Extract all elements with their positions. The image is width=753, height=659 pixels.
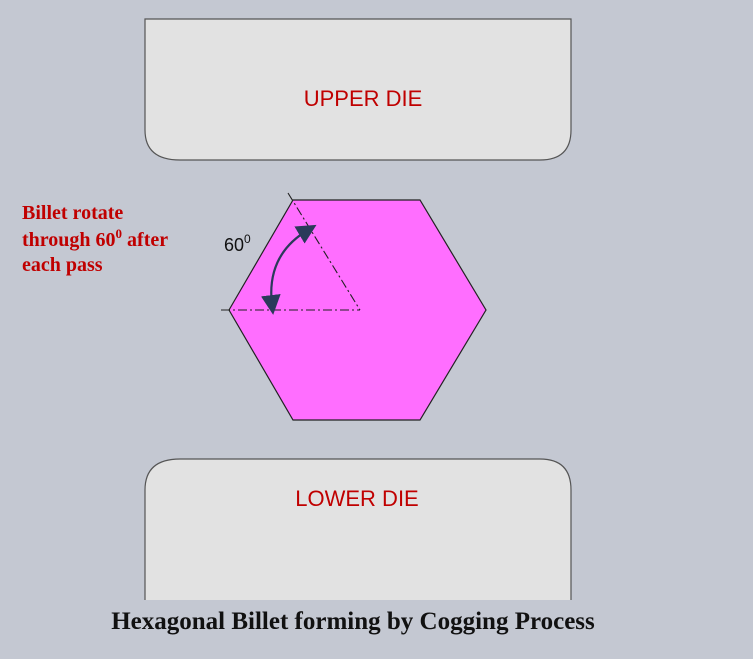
rotation-note: Billet rotate [22,202,123,224]
rotation-note-line3: each pass [22,254,103,276]
rotation-angle-arc [260,224,317,315]
upper-die [144,18,572,161]
angled-center-line [287,192,361,311]
lower-die-label: LOWER DIE [295,486,418,511]
rotation-note-line2: through 600 after [22,226,168,251]
lower-die [144,458,572,600]
rotation-note-line1: Billet rotate [22,202,123,224]
upper-die-label: UPPER DIE [304,86,423,111]
diagram-caption: Hexagonal Billet forming by Cogging Proc… [111,608,595,635]
angle-label: 600 [224,232,251,255]
